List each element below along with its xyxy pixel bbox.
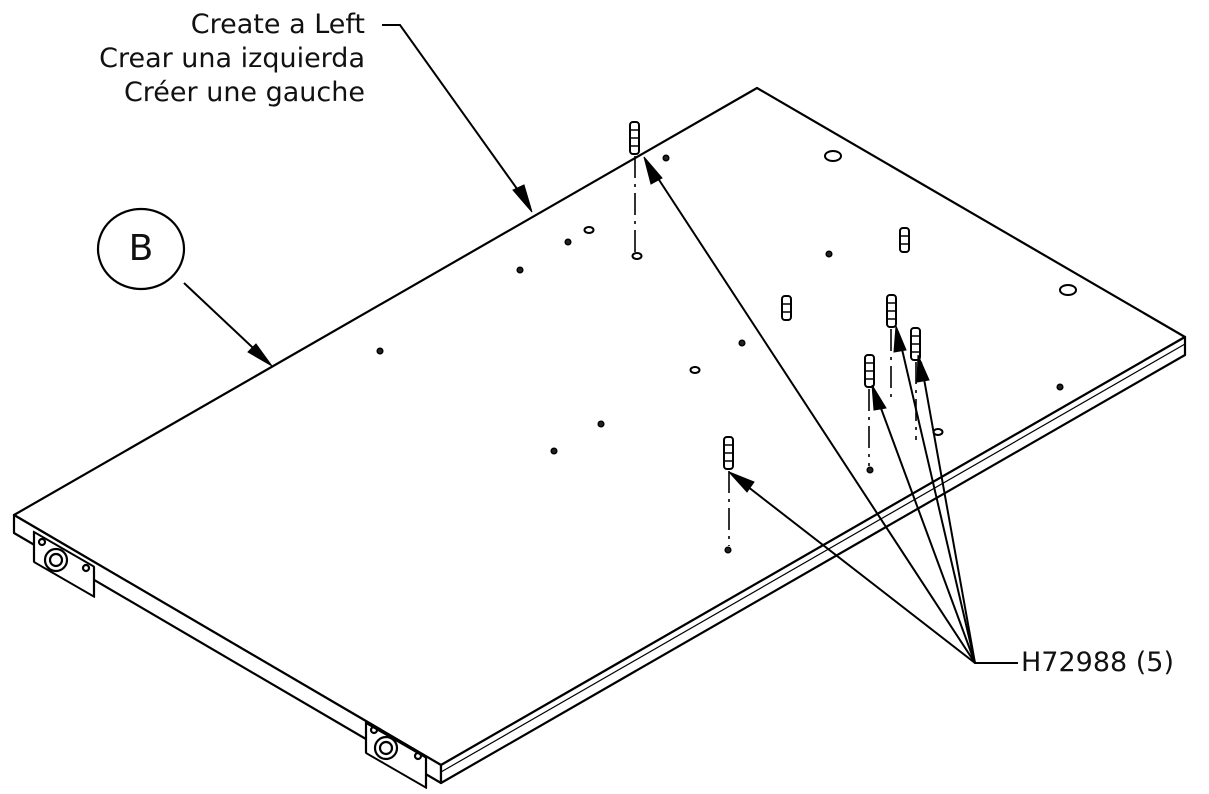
hardware-part-label: H72988 (5) xyxy=(1021,647,1175,678)
leader-lines xyxy=(183,24,1018,664)
panel-large-holes xyxy=(583,150,1077,436)
arrowheads xyxy=(247,156,930,493)
panel-right-edge xyxy=(439,335,1187,785)
create-left-callout: Create a Left Crear una izquierda Créer … xyxy=(99,8,365,110)
callout-line-english: Create a Left xyxy=(190,9,365,40)
callout-line-french: Créer une gauche xyxy=(123,77,365,108)
step-circle xyxy=(96,207,186,291)
step-letter: B xyxy=(128,228,154,269)
callout-line-spanish: Crear una izquierda xyxy=(99,43,365,74)
insertion-paths xyxy=(634,156,917,546)
panel-edge-line xyxy=(440,343,1186,773)
hinge-right xyxy=(364,721,428,789)
hinge-left xyxy=(32,530,96,598)
panel-holes xyxy=(376,154,1064,554)
dowel-ribs xyxy=(630,129,920,462)
